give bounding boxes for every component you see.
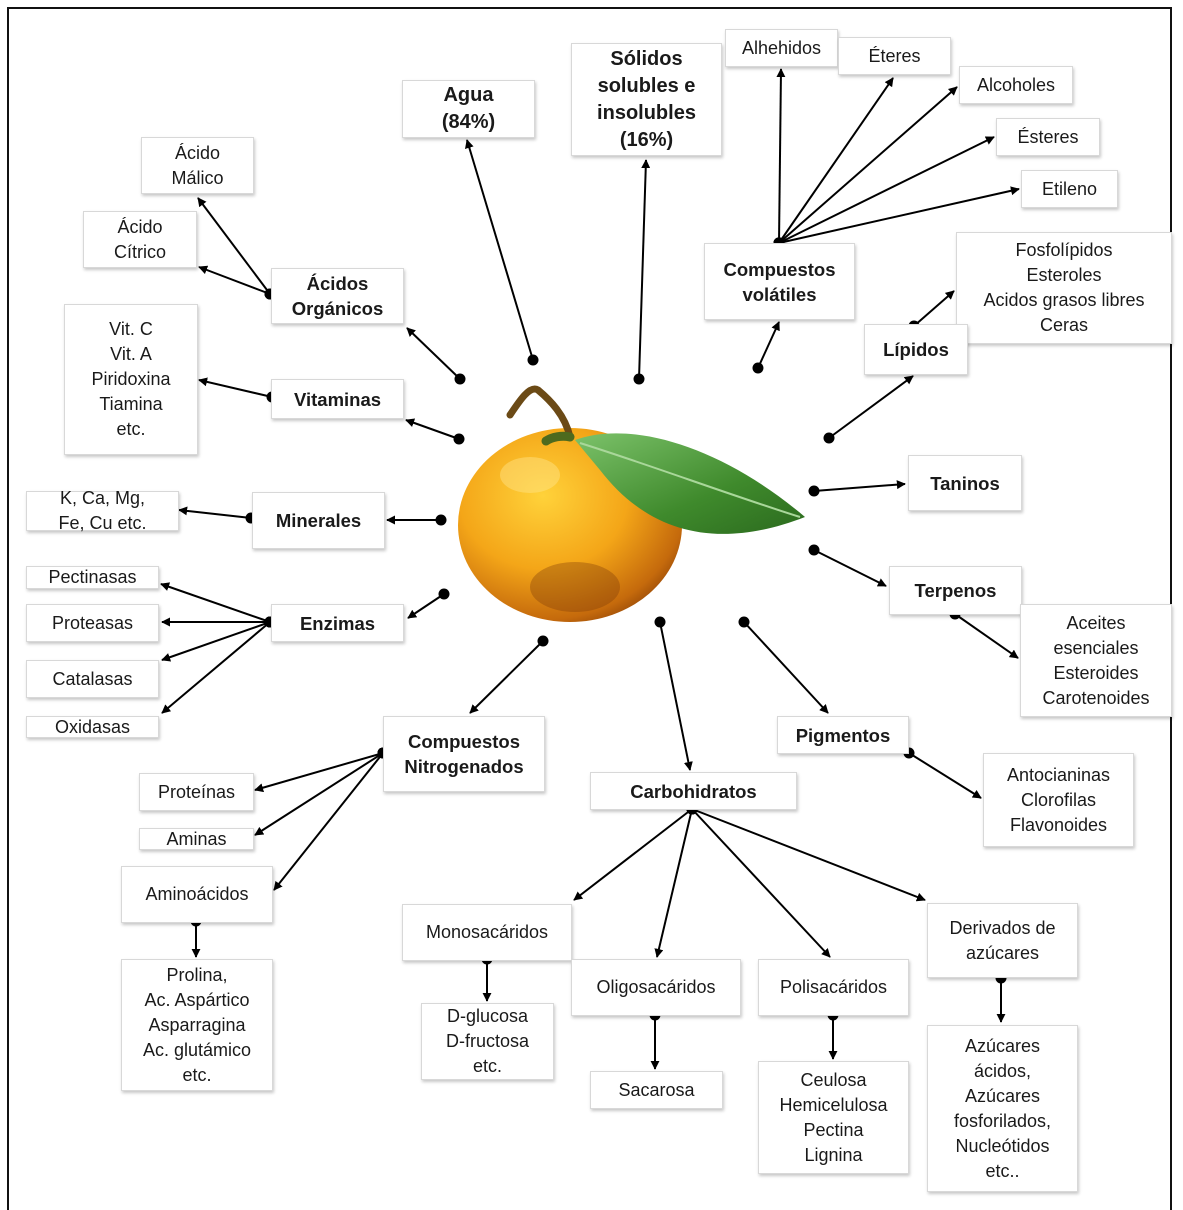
node-derivados: Derivados de azúcares bbox=[927, 903, 1078, 978]
node-proteasas: Proteasas bbox=[26, 604, 159, 642]
mandarin-orange-icon bbox=[458, 385, 805, 622]
arrow-to-agua bbox=[465, 139, 539, 366]
arrow-to-lipidos bbox=[823, 375, 914, 444]
arrow-to-derivados bbox=[686, 803, 926, 902]
node-minerales-lista: K, Ca, Mg, Fe, Cu etc. bbox=[26, 488, 179, 533]
node-oxidasas: Oxidasas bbox=[26, 716, 159, 738]
arrow-to-proteinas bbox=[254, 747, 389, 793]
arrow-to-oligosacaridos bbox=[654, 803, 698, 958]
node-taninos: Taninos bbox=[908, 455, 1022, 511]
arrow-to-catalasas bbox=[161, 616, 276, 662]
arrow-to-monosacaridos bbox=[573, 803, 698, 901]
arrow-to-acido-citrico bbox=[198, 265, 276, 300]
node-terpenos-lista: Aceites esenciales Esteroides Carotenoid… bbox=[1020, 604, 1172, 717]
node-lipidos-lista: Fosfolípidos Esteroles Acidos grasos lib… bbox=[956, 232, 1172, 344]
node-aminoacidos-lista: Prolina, Ac. Aspártico Asparragina Ac. g… bbox=[121, 959, 273, 1091]
node-enzimas: Enzimas bbox=[271, 604, 404, 642]
node-alcoholes: Alcoholes bbox=[959, 66, 1073, 104]
arrow-to-eteres bbox=[773, 77, 894, 249]
node-sacarosa: Sacarosa bbox=[590, 1071, 723, 1109]
arrow-to-pigmentos bbox=[738, 616, 829, 714]
node-acido-citrico: Ácido Cítrico bbox=[83, 211, 197, 268]
arrow-to-acido-malico bbox=[197, 197, 276, 300]
node-acido-malico: Ácido Málico bbox=[141, 137, 254, 194]
arrow-to-minerales-lista bbox=[178, 506, 257, 524]
node-pigmentos: Pigmentos bbox=[777, 716, 909, 754]
node-monosacaridos: Monosacáridos bbox=[402, 904, 572, 961]
node-monosacaridos-lista: D-glucosa D-fructosa etc. bbox=[421, 1003, 554, 1080]
node-aminoacidos: Aminoácidos bbox=[121, 866, 273, 923]
node-alhehidos: Alhehidos bbox=[725, 29, 838, 67]
arrow-to-pectinasas bbox=[160, 582, 276, 628]
node-acidos-organicos: Ácidos Orgánicos bbox=[271, 268, 404, 324]
node-carbohidratos: Carbohidratos bbox=[590, 772, 797, 810]
arrow-to-taninos bbox=[808, 480, 906, 497]
node-compuestos-nitrogenados: Compuestos Nitrogenados bbox=[383, 716, 545, 792]
node-terpenos: Terpenos bbox=[889, 566, 1022, 615]
arrow-to-vitaminas-lista bbox=[198, 377, 278, 403]
node-etileno: Etileno bbox=[1021, 170, 1118, 208]
arrow-to-terpenos-lista bbox=[949, 608, 1019, 659]
node-derivados-lista: Azúcares ácidos, Azúcares fosforilados, … bbox=[927, 1025, 1078, 1192]
arrow-to-polisacaridos bbox=[686, 803, 831, 958]
arrow-to-compuestos-volatiles bbox=[752, 321, 780, 374]
arrow-to-derivados-lista bbox=[995, 972, 1007, 1023]
node-lipidos: Lípidos bbox=[864, 324, 968, 375]
node-compuestos-volatiles: Compuestos volátiles bbox=[704, 243, 855, 320]
node-vitaminas-lista: Vit. C Vit. A Piridoxina Tiamina etc. bbox=[64, 304, 198, 455]
arrow-to-solidos bbox=[633, 159, 651, 385]
arrow-to-oxidasas bbox=[161, 616, 276, 714]
node-pectinasas: Pectinasas bbox=[26, 566, 159, 589]
arrow-to-acidos-organicos bbox=[406, 327, 466, 385]
arrow-to-aminas bbox=[254, 747, 389, 836]
node-pigmentos-lista: Antocianinas Clorofilas Flavonoides bbox=[983, 753, 1134, 847]
arrow-to-vitaminas bbox=[405, 418, 465, 445]
arrow-to-carbohidratos bbox=[654, 616, 693, 771]
node-solidos: Sólidos solubles e insolubles (16%) bbox=[571, 43, 722, 156]
arrow-to-polisacaridos-lista bbox=[827, 1009, 839, 1060]
node-aminas: Aminas bbox=[139, 828, 254, 850]
node-catalasas: Catalasas bbox=[26, 660, 159, 698]
node-minerales: Minerales bbox=[252, 492, 385, 549]
arrow-to-pigmentos-lista bbox=[903, 747, 982, 799]
arrow-to-compuestos-nitrogenados bbox=[469, 635, 549, 714]
node-polisacaridos: Polisacáridos bbox=[758, 959, 909, 1016]
node-proteinas: Proteínas bbox=[139, 773, 254, 811]
arrow-to-sacarosa bbox=[649, 1009, 661, 1070]
node-polisacaridos-lista: Ceulosa Hemicelulosa Pectina Lignina bbox=[758, 1061, 909, 1174]
node-oligosacaridos: Oligosacáridos bbox=[571, 959, 741, 1016]
node-vitaminas: Vitaminas bbox=[271, 379, 404, 419]
node-esteres: Ésteres bbox=[996, 118, 1100, 156]
arrow-to-alhehidos bbox=[773, 68, 786, 249]
node-eteres: Éteres bbox=[838, 37, 951, 75]
node-agua: Agua (84%) bbox=[402, 80, 535, 138]
arrow-to-minerales bbox=[386, 514, 447, 526]
arrow-to-enzimas bbox=[407, 588, 450, 619]
arrow-to-terpenos bbox=[808, 544, 887, 587]
